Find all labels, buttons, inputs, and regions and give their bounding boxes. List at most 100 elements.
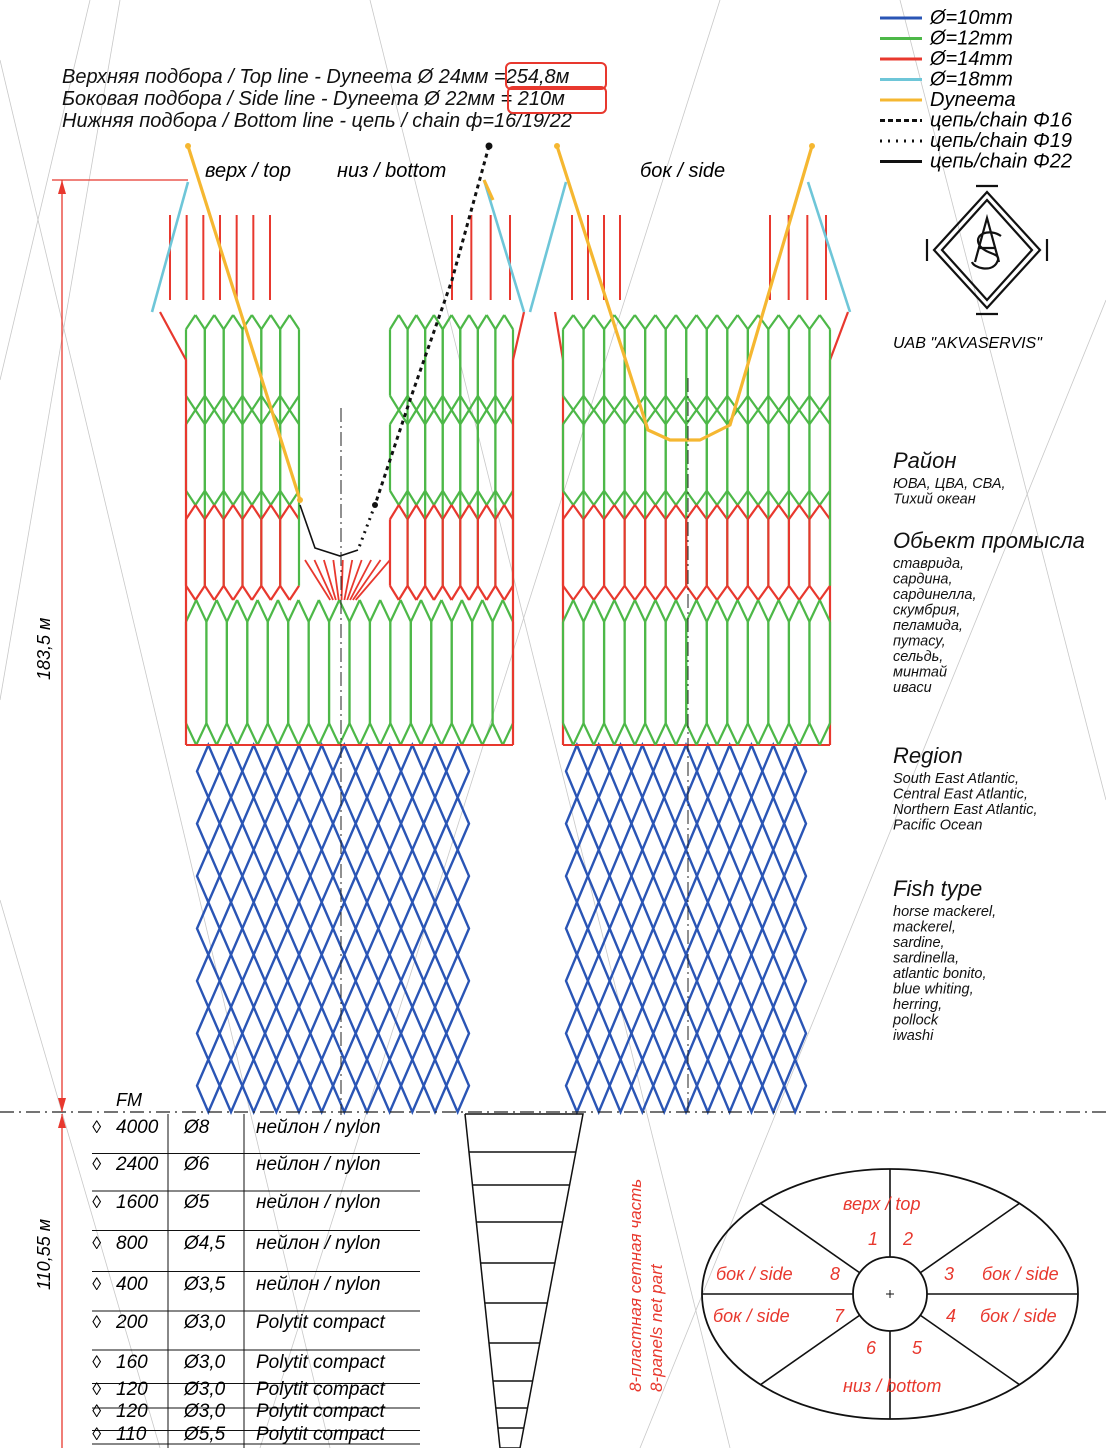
- mesh-bar: [798, 314, 811, 330]
- highlight-box-1: [505, 62, 607, 90]
- mesh-bar: [185, 490, 197, 506]
- mesh-bar: [494, 314, 506, 330]
- mesh-bar: [225, 722, 239, 746]
- mesh-bar: [485, 409, 497, 425]
- blue-mesh-cell: [761, 899, 786, 958]
- mesh-size: 160: [116, 1352, 148, 1373]
- mesh-size: 400: [116, 1274, 148, 1295]
- mesh-bar: [432, 409, 444, 425]
- mesh-bar: [592, 409, 605, 425]
- blue-mesh-cell: [309, 846, 335, 906]
- mesh-bar: [185, 599, 198, 623]
- material: Polytit compact: [256, 1424, 386, 1445]
- mesh-bar: [808, 722, 821, 746]
- blue-mesh-cell: [695, 741, 721, 801]
- taper-side: [464, 1113, 501, 1448]
- mesh-bar: [757, 599, 770, 623]
- blue-mesh-cell: [651, 899, 677, 958]
- mesh-bar: [695, 314, 708, 330]
- blue-mesh-cell: [630, 741, 655, 801]
- mesh-bar: [757, 585, 770, 601]
- mesh-bar: [269, 490, 282, 506]
- highlight-box-2: [507, 86, 607, 114]
- mesh-bar: [450, 314, 462, 330]
- blue-mesh-cell: [651, 951, 677, 1011]
- info-line: blue whiting,: [893, 982, 974, 998]
- mesh-bar: [279, 490, 291, 506]
- blue-mesh-cell: [241, 846, 267, 906]
- mesh-bar: [788, 314, 801, 330]
- info-line: минтай: [893, 665, 947, 681]
- blue-mesh-cell: [331, 846, 357, 906]
- mesh-bar: [241, 409, 253, 425]
- mesh-bar: [203, 490, 216, 506]
- legend-label: Ø=10mm: [929, 7, 1013, 29]
- mesh-bar: [716, 395, 729, 411]
- twine-diameter: Ø6: [183, 1154, 210, 1175]
- mesh-bar: [424, 409, 435, 425]
- blue-mesh-cell: [354, 1004, 380, 1063]
- blue-mesh-cell: [739, 846, 764, 906]
- chain-phi19: [356, 504, 377, 551]
- mesh-bar: [215, 722, 228, 746]
- blue-mesh-cell: [608, 1056, 633, 1116]
- section-divider: [760, 1314, 861, 1386]
- mesh-bar: [746, 395, 760, 411]
- blue-mesh-cell: [399, 741, 425, 801]
- mesh-bar: [256, 599, 269, 623]
- dyneema-end: [297, 497, 303, 503]
- info-line: sardine,: [893, 935, 945, 951]
- mesh-bar: [503, 585, 514, 601]
- mesh-bar: [222, 409, 235, 425]
- blue-mesh-cell: [630, 794, 655, 853]
- blue-mesh-cell: [354, 899, 380, 958]
- mesh-bar: [726, 585, 739, 601]
- mesh-bar: [250, 585, 263, 601]
- mesh-bar: [288, 314, 300, 330]
- mesh-bar: [185, 585, 197, 601]
- blue-mesh-cell: [673, 1004, 699, 1063]
- mesh-bar: [716, 490, 729, 506]
- mesh-bar: [726, 599, 739, 623]
- mesh-bar: [664, 585, 677, 601]
- section-number: 2: [902, 1229, 913, 1249]
- mesh-bar: [592, 504, 605, 520]
- blue-mesh-cell: [717, 741, 742, 801]
- blue-mesh-cell: [309, 794, 335, 853]
- taper-outline: [465, 1113, 584, 1448]
- twine-diameter: Ø3,0: [183, 1401, 226, 1422]
- mesh-bar: [491, 722, 504, 746]
- mesh-bar: [468, 490, 479, 506]
- blue-mesh-cell: [586, 846, 611, 906]
- mesh-bar: [613, 585, 626, 601]
- blue-mesh-cell: [445, 794, 471, 853]
- blue-mesh-cell: [586, 899, 611, 958]
- mesh-bar: [644, 722, 657, 746]
- mesh-bar: [736, 395, 749, 411]
- mesh-bar: [241, 395, 253, 411]
- mesh-bar: [757, 504, 770, 520]
- mesh-bar: [695, 490, 708, 506]
- mesh-bar: [424, 490, 435, 506]
- mesh-bar: [788, 504, 801, 520]
- blue-mesh-cell: [331, 1056, 357, 1116]
- blue-mesh-cell: [695, 1004, 721, 1063]
- mesh-diamond-icon: ◊: [92, 1192, 102, 1212]
- mesh-bar: [389, 314, 400, 330]
- chain-phi16: [373, 145, 491, 506]
- dimension-lower: [58, 1114, 66, 1448]
- mesh-diamond-icon: ◊: [92, 1424, 102, 1444]
- mesh-bar: [726, 722, 739, 746]
- mesh-bar: [685, 314, 698, 330]
- mesh-bar: [757, 490, 770, 506]
- blue-mesh-cell: [195, 899, 221, 958]
- material: нейлон / nylon: [256, 1117, 381, 1138]
- mesh-bar: [441, 409, 453, 425]
- blue-mesh-cell: [608, 951, 633, 1011]
- mesh-bar: [203, 314, 216, 330]
- mesh-bar: [288, 504, 300, 520]
- lower-height-label: 110,55 м: [34, 1219, 54, 1290]
- blue-mesh-cell: [586, 794, 611, 853]
- mesh-bar: [818, 314, 831, 330]
